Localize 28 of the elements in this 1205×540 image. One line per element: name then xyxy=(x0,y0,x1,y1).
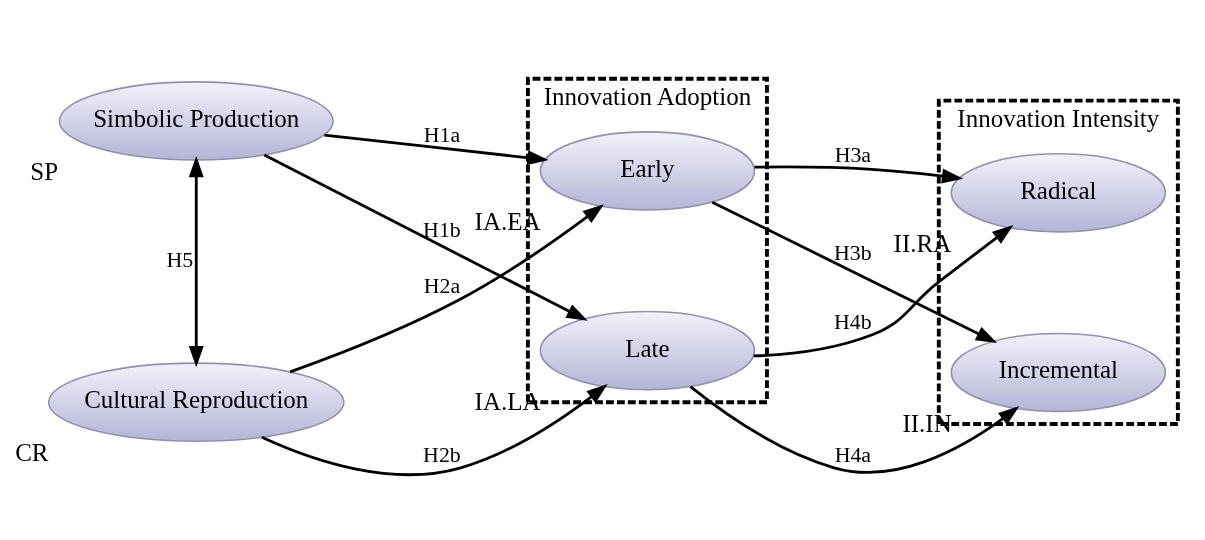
node-ellipse: Cultural Reproduction xyxy=(47,361,345,442)
edge-label: H3b xyxy=(834,240,872,265)
node-ellipse: Incremental xyxy=(950,332,1167,412)
node-label: II.RA xyxy=(893,229,952,257)
arrow xyxy=(188,155,204,367)
edge-label: H5 xyxy=(166,247,194,272)
arrow xyxy=(754,165,964,183)
edge-label: H1a xyxy=(423,122,461,147)
node-ellipse: Early xyxy=(539,130,756,211)
node-label: CR xyxy=(15,438,49,466)
node-ellipse: Radical xyxy=(950,152,1167,233)
arrow xyxy=(711,200,998,343)
node-ellipse: Simbolic Production xyxy=(58,80,334,161)
edge-label: H4a xyxy=(834,442,872,467)
edge-label: H3a xyxy=(834,142,872,167)
edge-label: H4b xyxy=(834,309,872,334)
node-label: IA.EA xyxy=(474,207,541,235)
edge-label: H2b xyxy=(423,442,461,467)
edge-label: H2a xyxy=(423,273,461,298)
arrow xyxy=(324,133,549,165)
arrow xyxy=(289,203,604,373)
arrow xyxy=(689,385,1020,474)
arrow xyxy=(263,153,588,321)
edge-label: H1b xyxy=(423,217,461,242)
arrow xyxy=(753,224,1014,357)
arrow xyxy=(261,383,608,476)
node-label: SP xyxy=(30,157,59,185)
node-ellipse: Late xyxy=(539,310,756,390)
